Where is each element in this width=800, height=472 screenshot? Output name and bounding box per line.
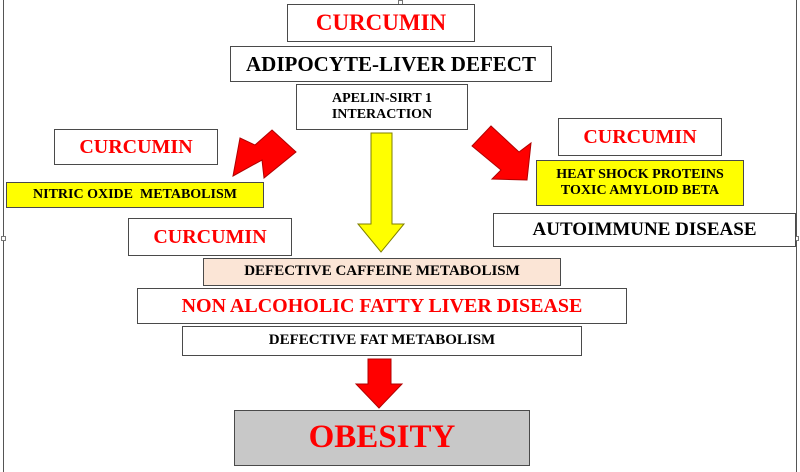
heat-shock-box: HEAT SHOCK PROTEINS TOXIC AMYLOID BETA [536,160,744,206]
autoimmune-disease-label: AUTOIMMUNE DISEASE [532,219,757,241]
yellow-arrow-down [356,132,406,253]
selection-handle-left[interactable] [1,236,6,241]
adipocyte-liver-defect-label: ADIPOCYTE-LIVER DEFECT [246,51,536,76]
adipocyte-liver-defect-box: ADIPOCYTE-LIVER DEFECT [230,46,552,82]
defective-fat-box: DEFECTIVE FAT METABOLISM [182,326,582,356]
obesity-label: OBESITY [308,419,456,456]
curcumin-left-label: CURCUMIN [79,135,193,158]
curcumin-top-box: CURCUMIN [287,4,475,42]
curcumin-right-box: CURCUMIN [558,118,722,156]
nitric-oxide-box: NITRIC OXIDE METABOLISM [6,182,264,208]
apelin-sirt1-box: APELIN-SIRT 1 INTERACTION [296,84,468,130]
defective-caffeine-box: DEFECTIVE CAFFEINE METABOLISM [203,258,561,286]
nafld-label: NON ALCOHOLIC FATTY LIVER DISEASE [181,294,583,317]
obesity-box: OBESITY [234,410,530,466]
curcumin-right-label: CURCUMIN [583,125,697,148]
red-arrow-right [471,125,532,181]
apelin-sirt1-line2: INTERACTION [331,107,433,122]
autoimmune-disease-box: AUTOIMMUNE DISEASE [493,213,796,247]
curcumin-mid-box: CURCUMIN [128,218,292,256]
heat-shock-line2: TOXIC AMYLOID BETA [560,183,720,198]
apelin-sirt1-line1: APELIN-SIRT 1 [332,90,432,106]
nafld-box: NON ALCOHOLIC FATTY LIVER DISEASE [137,288,627,324]
red-arrow-left [232,129,297,179]
red-arrow-down [354,358,404,409]
defective-caffeine-label: DEFECTIVE CAFFEINE METABOLISM [244,263,520,280]
curcumin-top-label: CURCUMIN [315,9,447,35]
curcumin-mid-label: CURCUMIN [153,225,267,248]
curcumin-left-box: CURCUMIN [54,129,218,165]
nitric-oxide-label: NITRIC OXIDE METABOLISM [33,186,237,202]
heat-shock-line1: HEAT SHOCK PROTEINS [556,166,724,182]
defective-fat-label: DEFECTIVE FAT METABOLISM [268,332,496,349]
